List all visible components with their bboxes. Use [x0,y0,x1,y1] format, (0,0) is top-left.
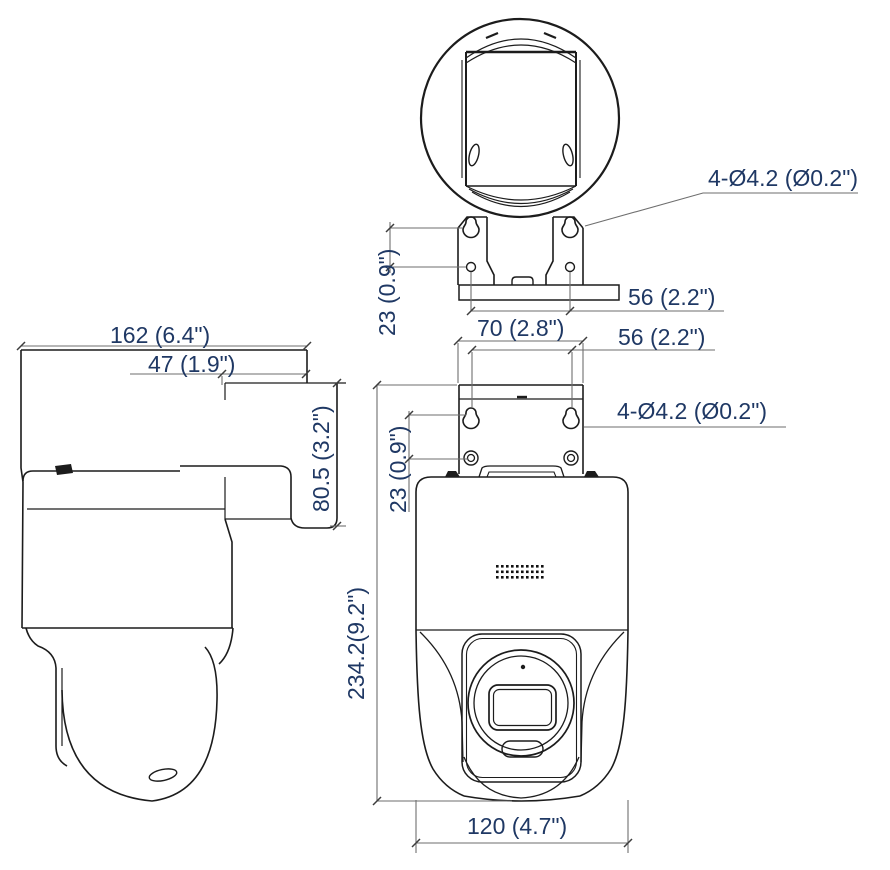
screw-hole-ring [463,450,479,466]
dim-ticks [16,341,342,531]
lens-window [488,684,557,731]
front-view-dimensions [372,336,786,853]
dim-label-total-height: 234.2(9.2") [343,586,369,700]
screw-hole-ring [466,453,476,463]
dim-label-front-hole-spacing: 56 (2.2") [618,324,706,350]
latch-detail [55,464,73,475]
dim-label-mount-hole-note-front: 4-Ø4.2 (Ø0.2") [617,398,768,424]
front-view [415,384,629,802]
dim-label-side-width: 162 (6.4") [110,322,211,348]
rear-bracket-view [457,216,620,301]
keyhole-slot [562,407,580,430]
top-slot-left [468,143,480,167]
ir-illuminator [501,740,544,758]
screw-hole [465,261,477,273]
dim-label-rear-hole-offset: 23 (0.9") [374,248,400,336]
top-view-outline [419,17,621,219]
keyhole-slot [561,216,579,239]
dim-label-side-plate-height: 80.5 (3.2") [308,405,334,512]
speaker-grille [496,565,544,579]
screw-hole-ring [563,450,579,466]
top-view [419,17,621,219]
dim-ticks [385,223,575,316]
dim-label-front-bracket-width: 70 (2.8") [477,315,565,341]
bottom-slot [148,768,178,782]
keyhole-slot [462,216,480,239]
dim-ticks [372,336,633,848]
side-view [20,349,346,802]
screw-hole [564,261,576,273]
camera-body-outline [415,476,629,630]
dim-label-body-width: 120 (4.7") [467,813,568,839]
screw-hole-ring [566,453,576,463]
mic-hole [520,664,526,670]
dim-label-front-hole-offset: 23 (0.9") [385,425,411,513]
top-slot-right [562,143,574,167]
dim-label-rear-hole-spacing: 56 (2.2") [628,284,716,310]
side-view-dimensions [16,341,346,531]
tilt-head-panel [461,633,582,783]
cable-notch [511,276,534,285]
dim-label-side-front-depth: 47 (1.9") [148,351,236,377]
lens-bezel [467,649,575,757]
keyhole-slot [462,407,480,430]
rear-bracket-dimensions [385,192,858,316]
dim-label-mount-hole-note-top: 4-Ø4.2 (Ø0.2") [708,165,859,191]
